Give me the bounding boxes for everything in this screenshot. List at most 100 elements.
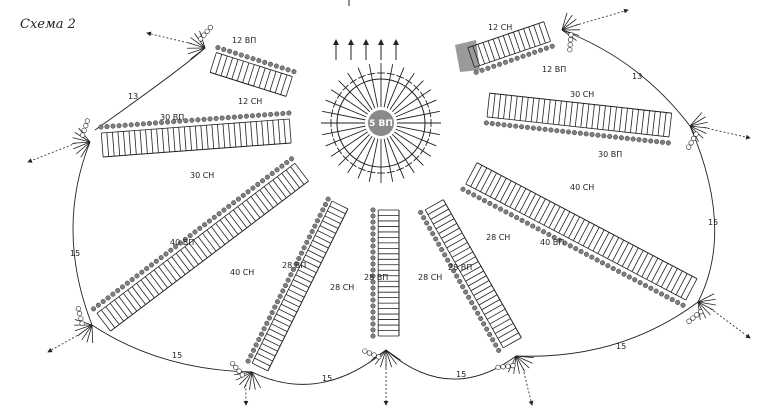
chain-bead bbox=[148, 262, 154, 268]
ray-tick bbox=[419, 147, 426, 155]
ray-tick bbox=[405, 78, 413, 85]
stitch bbox=[211, 226, 226, 245]
picot-bead bbox=[204, 28, 210, 34]
stitch bbox=[480, 170, 493, 192]
chain-bead bbox=[484, 326, 490, 332]
chain-bead bbox=[227, 48, 233, 54]
chain-bead bbox=[501, 122, 507, 128]
outward-arrow bbox=[146, 31, 192, 45]
ray-tick bbox=[396, 167, 405, 172]
picot-bead bbox=[691, 135, 697, 142]
chain-bead bbox=[256, 112, 262, 118]
stitch bbox=[513, 31, 521, 52]
stitch bbox=[285, 293, 302, 303]
stitch bbox=[266, 120, 270, 145]
chain-bead bbox=[189, 117, 195, 123]
chain-bead bbox=[268, 111, 274, 117]
chain-bead bbox=[493, 342, 499, 348]
stitch bbox=[236, 61, 244, 82]
stitch bbox=[487, 40, 496, 61]
fan-stitch bbox=[73, 141, 91, 150]
chain-bead bbox=[274, 299, 280, 305]
chain-bead bbox=[231, 200, 237, 206]
chain-bead bbox=[146, 120, 152, 126]
center-ray bbox=[347, 72, 373, 110]
spoke-edge bbox=[465, 183, 686, 301]
stitch bbox=[543, 203, 556, 226]
arc-label: 15 bbox=[172, 351, 182, 360]
stitch bbox=[449, 242, 468, 254]
chain-bead bbox=[325, 196, 331, 202]
chain-bead bbox=[471, 192, 477, 198]
stitch bbox=[247, 64, 255, 85]
chain-bead bbox=[225, 115, 231, 121]
chain-bead bbox=[268, 61, 274, 67]
fan-stitch bbox=[515, 355, 533, 364]
chain-bead bbox=[485, 65, 491, 71]
ray-tick bbox=[386, 170, 395, 174]
stitch bbox=[123, 293, 138, 312]
chain-bead bbox=[95, 302, 101, 308]
arc-label: 15 bbox=[708, 218, 718, 227]
ray-tick bbox=[396, 74, 405, 79]
chain-bead bbox=[487, 331, 493, 337]
spoke-outer-label: 28 СН bbox=[330, 283, 354, 292]
chain-bead bbox=[546, 232, 552, 238]
fan-stitch bbox=[76, 141, 91, 155]
picot-bead bbox=[233, 364, 239, 370]
center-ray bbox=[368, 64, 379, 108]
chain-bead bbox=[282, 283, 288, 289]
stitch bbox=[626, 247, 639, 270]
outward-arrow bbox=[703, 127, 751, 140]
chain-bead bbox=[177, 118, 183, 124]
fan-stitch bbox=[515, 355, 520, 374]
center-ray bbox=[391, 80, 424, 113]
chain-bead bbox=[502, 59, 508, 65]
chain-bead bbox=[532, 49, 538, 55]
fan-stitch bbox=[251, 371, 256, 390]
chain-bead bbox=[554, 128, 560, 134]
stitch bbox=[217, 124, 220, 149]
chain-bead bbox=[370, 261, 376, 267]
stitch bbox=[200, 125, 204, 150]
chain-bead bbox=[613, 134, 619, 140]
chain-bead bbox=[526, 51, 532, 57]
stitch bbox=[255, 121, 259, 146]
chain-bead bbox=[436, 241, 442, 247]
stitch bbox=[597, 232, 610, 254]
scallop-arc bbox=[561, 29, 691, 127]
chain-bead bbox=[491, 63, 497, 69]
ray-tick bbox=[349, 161, 357, 168]
fan-stitch bbox=[689, 112, 703, 127]
stitch bbox=[105, 306, 120, 325]
chain-bead bbox=[290, 266, 296, 272]
ray-tick bbox=[386, 72, 395, 76]
chain-bead bbox=[238, 52, 244, 58]
chain-bead bbox=[245, 189, 251, 195]
stitch bbox=[100, 132, 104, 157]
stitch bbox=[646, 257, 659, 280]
chain-bead bbox=[370, 231, 376, 237]
stitch bbox=[558, 100, 562, 125]
stitch bbox=[189, 243, 204, 262]
stitch bbox=[96, 313, 111, 332]
chain-bead bbox=[370, 249, 376, 255]
chain-bead bbox=[284, 159, 290, 165]
stitch bbox=[111, 132, 115, 157]
stitch bbox=[470, 280, 490, 292]
stitch bbox=[145, 276, 160, 295]
chain-bead bbox=[173, 244, 179, 250]
stitch bbox=[293, 279, 310, 288]
fan-stitch bbox=[72, 137, 91, 143]
spoke-outer-label: 12 ВП bbox=[542, 65, 566, 74]
chain-bead bbox=[418, 209, 424, 215]
ray-tick bbox=[330, 128, 334, 137]
stitch bbox=[552, 100, 557, 125]
spoke-inner-label: 12 ВП bbox=[232, 36, 256, 45]
picot-bead bbox=[239, 372, 245, 378]
picot-bead bbox=[75, 306, 81, 312]
center-ray bbox=[338, 80, 371, 113]
chain-bead bbox=[578, 249, 584, 255]
